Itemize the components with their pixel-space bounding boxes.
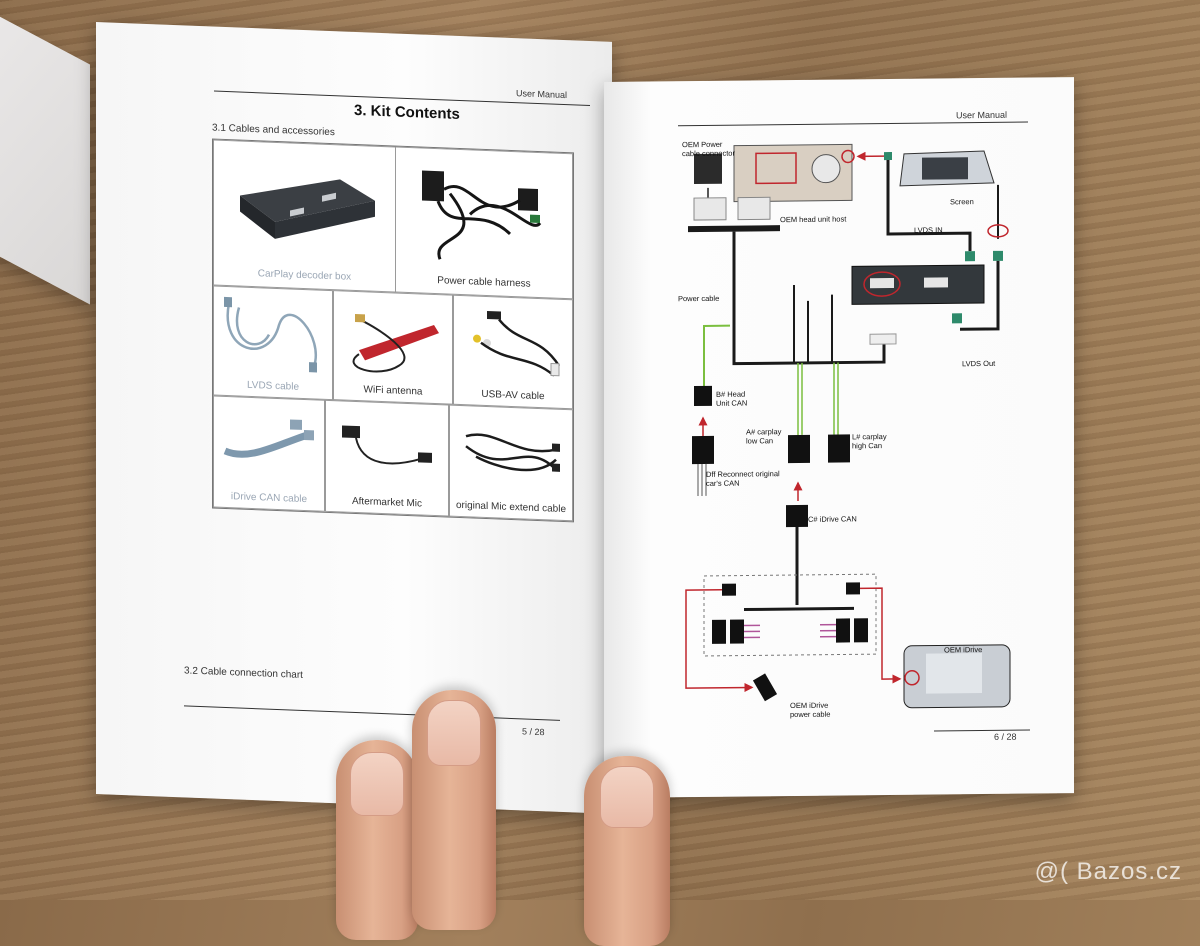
kit-item-lvds-cable: LVDS cable xyxy=(213,285,333,401)
label-a-carplay-low-can: A# carplay low Can xyxy=(746,427,782,446)
label-lvds-out: LVDS Out xyxy=(962,358,996,369)
kit-item-label: WiFi antenna xyxy=(363,384,423,398)
header-text: User Manual xyxy=(516,88,568,101)
label-lvds-in: LVDS IN xyxy=(914,225,943,235)
page-number: 5 / 28 xyxy=(522,726,545,738)
label-screen: Screen xyxy=(950,197,974,207)
mic-extend-cable-image xyxy=(465,433,560,472)
footer-rule xyxy=(184,705,560,721)
label-diff-reconnect: Dff Reconnect original car's CAN xyxy=(706,469,780,488)
fingernail xyxy=(427,700,481,766)
usb-av-cable-image xyxy=(473,311,561,377)
lvds-cable-image xyxy=(224,296,317,373)
fingernail xyxy=(600,766,654,828)
kit-item-label: iDrive CAN cable xyxy=(230,491,308,506)
header-rule xyxy=(678,121,1028,127)
kit-item-idrive-can-cable: iDrive CAN cable xyxy=(213,395,325,512)
label-b-head-unit-can: B# Head Unit CAN xyxy=(716,389,748,408)
fingernail xyxy=(350,752,404,816)
label-oem-head-unit-host: OEM head unit host xyxy=(780,214,847,225)
kit-item-decoder-box: CarPlay decoder box xyxy=(213,139,396,293)
finger xyxy=(584,756,670,946)
aftermarket-mic-image xyxy=(342,425,432,465)
kit-item-label: Aftermarket Mic xyxy=(351,495,422,510)
kit-item-usb-av-cable: USB-AV cable xyxy=(453,294,573,410)
kit-item-label: LVDS cable xyxy=(246,379,300,393)
kit-item-wifi-antenna: WiFi antenna xyxy=(333,290,453,405)
wifi-antenna-image xyxy=(352,313,439,373)
kit-item-label: CarPlay decoder box xyxy=(257,268,352,283)
decoder-box-image xyxy=(240,179,375,239)
label-power-cable: Power cable xyxy=(678,293,720,304)
label-oem-power-connector: OEM Power cable connector xyxy=(682,139,735,158)
kit-item-label: original Mic extend cable xyxy=(455,499,567,516)
watermark: @( Bazos.cz xyxy=(1034,858,1182,885)
kit-item-aftermarket-mic: Aftermarket Mic xyxy=(325,399,449,517)
kit-item-label: USB-AV cable xyxy=(481,388,545,403)
cable-connection-diagram xyxy=(685,143,1011,709)
header-text: User Manual xyxy=(956,109,1008,121)
manual-page-right: User Manual xyxy=(604,77,1074,798)
kit-item-mic-extend-cable: original Mic extend cable xyxy=(449,404,573,522)
section-title: 3. Kit Contents xyxy=(354,101,460,123)
power-harness-image xyxy=(422,170,542,260)
idrive-can-cable-image xyxy=(223,419,314,458)
kit-item-power-harness: Power cable harness xyxy=(395,146,573,300)
label-oem-idrive: OEM iDrive xyxy=(944,645,983,655)
kit-contents-grid: CarPlay decoder box Power cable harness … xyxy=(212,138,574,523)
label-oem-idrive-power: OEM iDrive power cable xyxy=(790,700,831,719)
section-subtitle-chart: 3.2 Cable connection chart xyxy=(184,665,303,681)
page-number: 6 / 28 xyxy=(994,731,1017,742)
finger xyxy=(336,740,418,940)
manual-page-left: User Manual 3. Kit Contents 3.1 Cables a… xyxy=(96,22,612,814)
section-subtitle-cables: 3.1 Cables and accessories xyxy=(212,122,335,139)
finger xyxy=(412,690,496,930)
label-c-idrive-can: C# iDrive CAN xyxy=(808,514,857,524)
label-l-carplay-high-can: L# carplay high Can xyxy=(852,432,887,451)
